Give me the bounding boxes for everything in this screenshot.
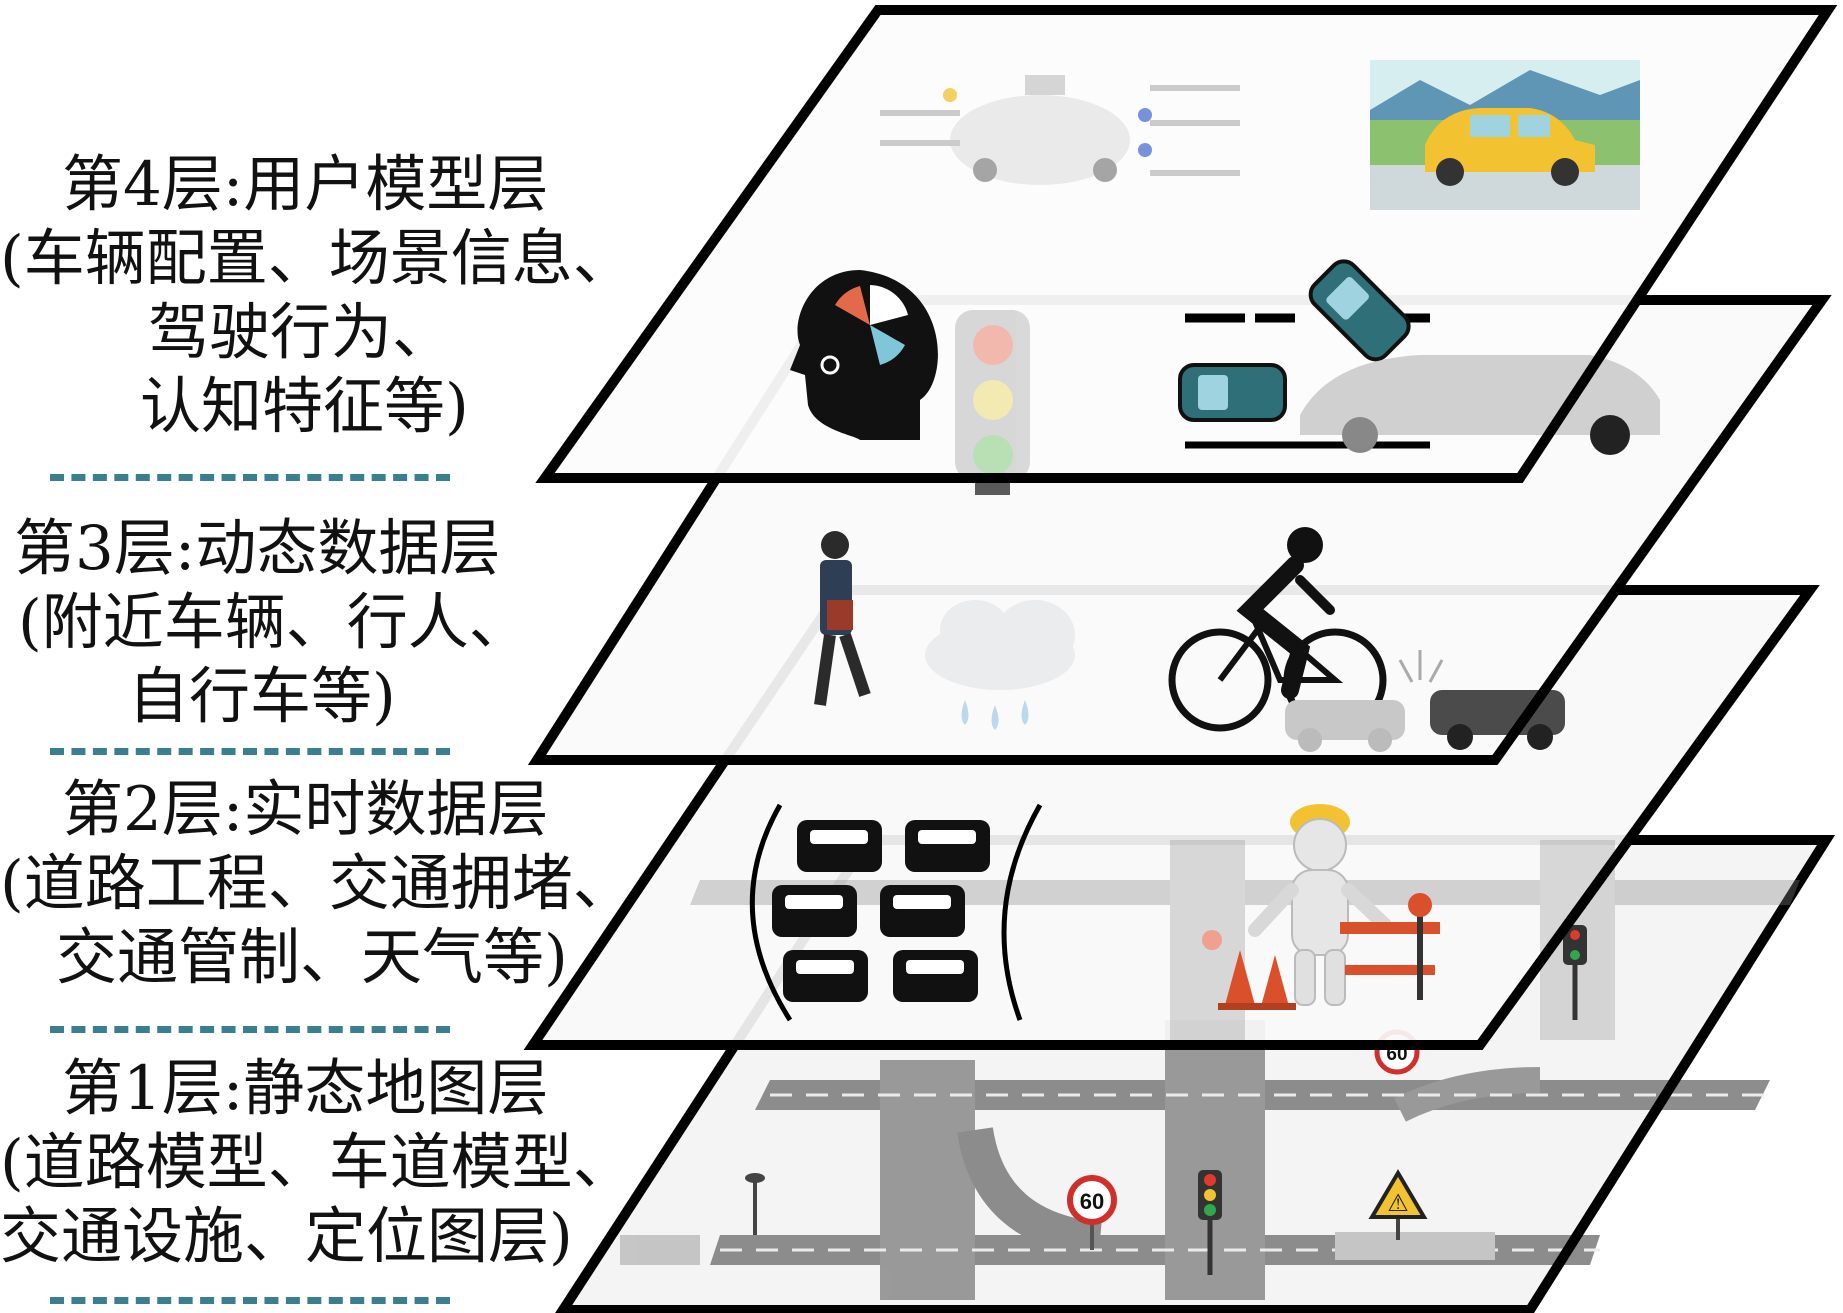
- layer-4-desc-line-1: (车辆配置、场景信息、: [0, 222, 620, 296]
- layer-1-label: 第1层:静态地图层 (道路模型、车道模型、 交通设施、定位图层): [0, 1052, 620, 1274]
- svg-text:⚠: ⚠: [1387, 1190, 1409, 1217]
- layer-4-desc-line-3: 认知特征等): [0, 370, 620, 444]
- layer-4-user-model: [545, 10, 1828, 495]
- layer-3-desc-line-1: (附近车辆、行人、: [0, 586, 620, 660]
- layer-1-title: 第1层:静态地图层: [0, 1052, 620, 1126]
- layer-1-desc-line-2: 交通设施、定位图层): [0, 1200, 620, 1274]
- layer-divider: [50, 748, 450, 755]
- layer-divider: [50, 474, 450, 481]
- traffic-light-icon: [955, 310, 1030, 495]
- layer-divider: [50, 1026, 450, 1033]
- layer-2-desc-line-2: 交通管制、天气等): [0, 921, 620, 995]
- layer-3-desc-line-2: 自行车等): [0, 660, 620, 734]
- layer-2-label: 第2层:实时数据层 (道路工程、交通拥堵、 交通管制、天气等): [0, 773, 620, 995]
- layer-4-title: 第4层:用户模型层: [0, 148, 620, 222]
- speed-limit-value: 60: [1080, 1189, 1104, 1214]
- layer-3-label: 第3层:动态数据层 (附近车辆、行人、 自行车等): [0, 512, 620, 734]
- layer-2-desc-line-1: (道路工程、交通拥堵、: [0, 847, 620, 921]
- layer-4-desc-line-2: 驾驶行为、: [0, 296, 620, 370]
- layer-2-title: 第2层:实时数据层: [0, 773, 620, 847]
- layer-divider: [50, 1297, 450, 1304]
- layer-4-label: 第4层:用户模型层 (车辆配置、场景信息、 驾驶行为、 认知特征等): [0, 148, 620, 444]
- layer-3-title: 第3层:动态数据层: [0, 512, 620, 586]
- layer-1-desc-line-1: (道路模型、车道模型、: [0, 1126, 620, 1200]
- yellow-car-icon: [1370, 60, 1640, 210]
